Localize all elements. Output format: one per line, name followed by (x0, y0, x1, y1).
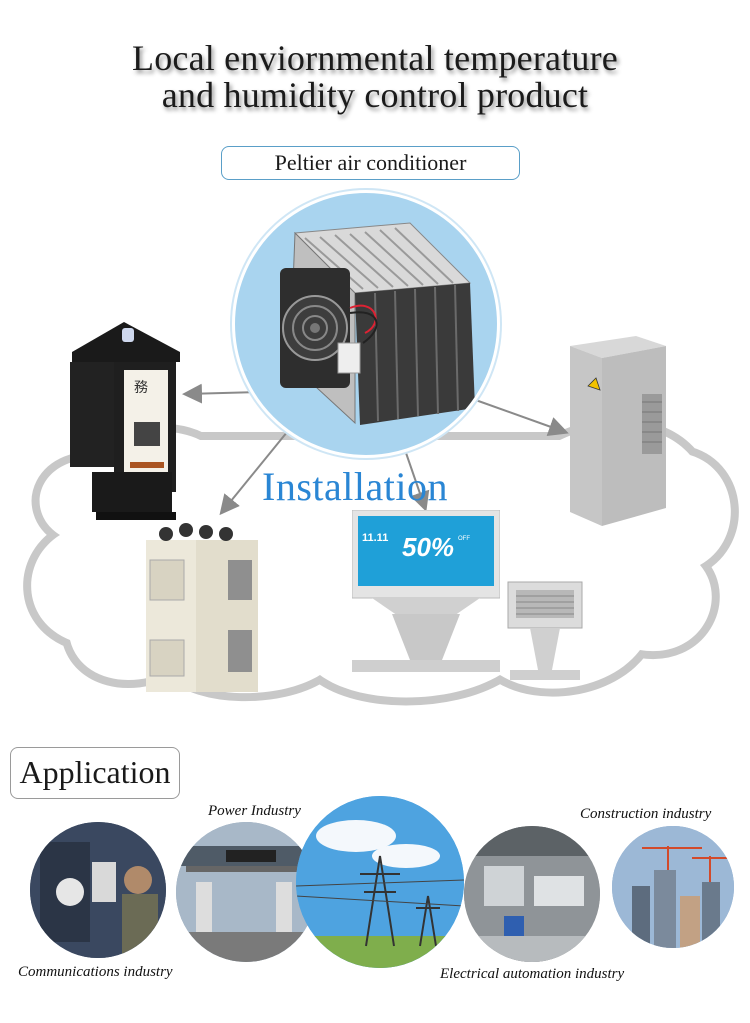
promo-big-text: 50% (402, 532, 455, 562)
page-title: Local enviornmental temperature and humi… (0, 40, 750, 114)
communications-photo (30, 822, 166, 958)
electrical-automation-industry-label: Electrical automation industry (440, 966, 625, 982)
city-cranes-art (612, 826, 734, 948)
application-heading: Application (10, 747, 180, 799)
power-photo-toll (176, 822, 316, 962)
peltier-unit-circle (232, 190, 500, 458)
advertising-kiosk: 11.11 50% OFF (352, 510, 500, 680)
power-industry-label: Power Industry (208, 803, 301, 819)
communications-industry-label: Communications industry (18, 964, 173, 980)
outdoor-cabinet-image (570, 336, 666, 526)
construction-industry-label: Construction industry (580, 806, 712, 822)
product-name-pill: Peltier air conditioner (221, 146, 520, 180)
svg-text:務: 務 (134, 380, 148, 396)
advertising-kiosk-image (352, 510, 500, 672)
factory-line-art (464, 826, 600, 962)
power-photo-pylons (296, 796, 464, 968)
toll-station-art (176, 822, 316, 962)
title-line-2: and humidity control product (161, 75, 589, 115)
promo-small-text: 11.11 (362, 532, 389, 544)
promo-off-text: OFF (458, 536, 470, 542)
installation-label: Installation (262, 464, 448, 509)
peltier-unit-image (280, 222, 475, 425)
outdoor-sign-kiosk-image: 務 (70, 322, 180, 520)
construction-photo (612, 826, 734, 948)
communications-photo-art (30, 822, 166, 958)
small-kiosk-image (507, 581, 583, 680)
power-pylons-art (296, 796, 464, 968)
electrical-automation-photo (464, 826, 600, 962)
title-line-1: Local enviornmental temperature (132, 38, 618, 78)
industrial-cabinet-image (146, 523, 258, 692)
